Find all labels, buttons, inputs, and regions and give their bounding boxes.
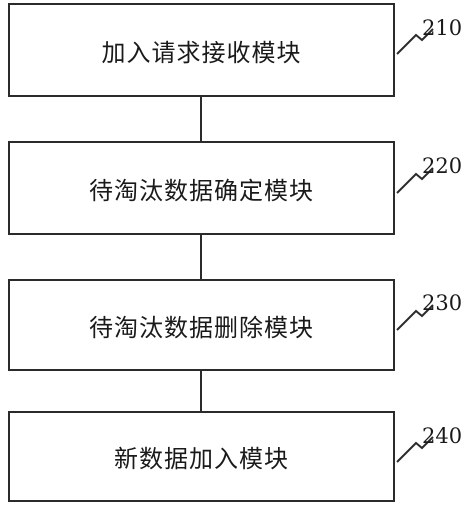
module-label: 加入请求接收模块 bbox=[101, 38, 302, 67]
connector-line bbox=[200, 235, 202, 279]
module-label: 待淘汰数据确定模块 bbox=[89, 176, 314, 205]
reference-leader-line bbox=[396, 28, 434, 55]
reference-number: 220 bbox=[422, 154, 463, 178]
reference-leader-line bbox=[396, 436, 434, 463]
reference-leader-line bbox=[396, 167, 434, 194]
reference-leader-line bbox=[396, 304, 434, 331]
reference-number: 230 bbox=[422, 291, 463, 315]
module-label: 新数据加入模块 bbox=[114, 445, 289, 473]
module-box-determine-eviction-data: 待淘汰数据确定模块 bbox=[8, 141, 395, 235]
module-box-delete-eviction-data: 待淘汰数据删除模块 bbox=[8, 279, 395, 371]
reference-number: 210 bbox=[422, 16, 463, 40]
connector-line bbox=[200, 97, 202, 141]
module-label: 待淘汰数据删除模块 bbox=[89, 313, 314, 342]
connector-line bbox=[200, 371, 202, 411]
reference-number: 240 bbox=[422, 424, 463, 448]
module-box-receive-request: 加入请求接收模块 bbox=[8, 3, 395, 97]
module-box-add-new-data: 新数据加入模块 bbox=[8, 411, 395, 502]
